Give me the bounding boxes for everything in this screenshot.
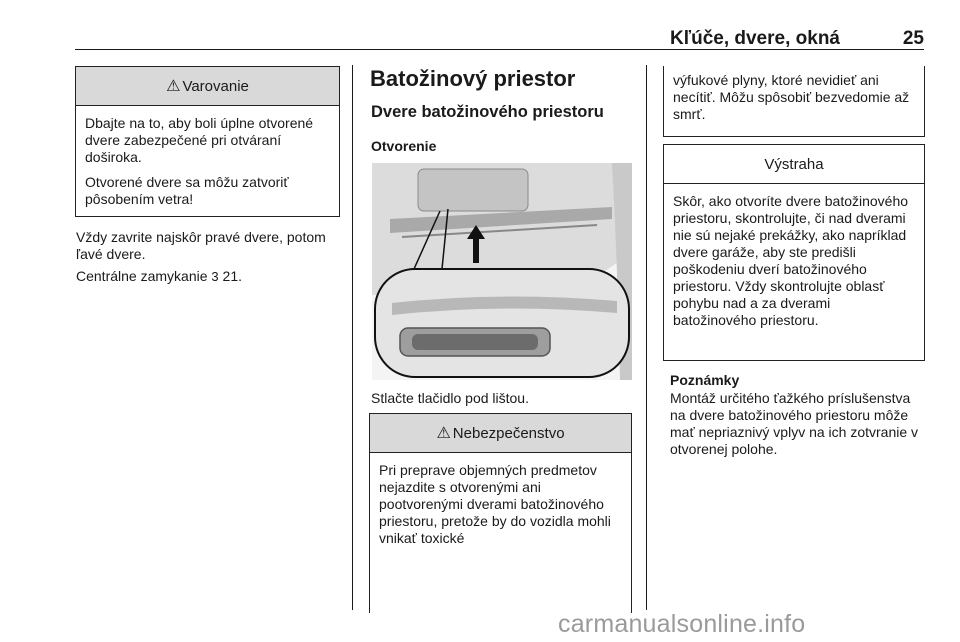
caution-box-title: Výstraha xyxy=(764,155,824,173)
license-plate-recess xyxy=(417,168,529,212)
caution-box-text: Skôr, ako otvoríte dvere batožinového pr… xyxy=(673,193,909,328)
danger-box: ⚠ Nebezpečenstvo Pri preprave objemných … xyxy=(369,413,632,613)
danger-box-body: Pri preprave objemných predmetov nejazdi… xyxy=(370,453,631,555)
header-rule xyxy=(75,49,924,50)
detail-trim xyxy=(392,296,617,315)
detail-magnifier xyxy=(374,268,630,378)
body-paragraph-central-locking: Centrálne zamykanie 3 21. xyxy=(76,268,338,285)
danger-continuation-text: výfukové plyny, ktoré nevidieť ani necít… xyxy=(673,72,910,122)
central-locking-text: Centrálne zamykanie xyxy=(76,268,212,284)
danger-box-header: ⚠ Nebezpečenstvo xyxy=(370,414,631,453)
watermark: carmanualsonline.info xyxy=(558,610,806,638)
warning-box-body: Dbajte na to, aby boli úplne otvorené dv… xyxy=(76,106,339,216)
warning-paragraph-1: Dbajte na to, aby boli úplne otvorené dv… xyxy=(85,115,314,165)
caution-box-body: Skôr, ako otvoríte dvere batožinového pr… xyxy=(664,184,924,337)
callout-line-left xyxy=(413,210,441,270)
column-divider-left xyxy=(352,65,353,610)
warning-triangle-icon: ⚠ xyxy=(166,77,181,95)
warning-box: ⚠ Varovanie Dbajte na to, aby boli úplne… xyxy=(75,66,340,217)
section-heading: Batožinový priestor xyxy=(370,66,576,91)
danger-box-title: Nebezpečenstvo xyxy=(452,424,565,442)
danger-box-text: Pri preprave objemných predmetov nejazdi… xyxy=(379,462,611,546)
danger-triangle-icon: ⚠ xyxy=(436,424,451,442)
body-paragraph-close-order: Vždy zavrite najskôr pravé dvere, potom … xyxy=(76,229,326,262)
danger-box-continued-body: výfukové plyny, ktoré nevidieť ani necít… xyxy=(664,66,924,131)
danger-box-continued: výfukové plyny, ktoré nevidieť ani necít… xyxy=(663,66,925,137)
opening-heading: Otvorenie xyxy=(371,138,437,154)
trim-strip-edge xyxy=(401,224,598,238)
note-text: Montáž určitého ťažkého príslušenstva na… xyxy=(670,390,919,457)
note-heading: Poznámky xyxy=(670,372,740,388)
illustration-caption: Stlačte tlačidlo pod lištou. xyxy=(371,390,529,406)
central-locking-page-ref[interactable]: 21. xyxy=(218,268,242,284)
warning-box-title: Varovanie xyxy=(182,77,249,95)
page-header-title: Kľúče, dvere, okná xyxy=(670,28,840,49)
caution-box-header: Výstraha xyxy=(664,145,924,184)
callout-line-right xyxy=(441,208,449,270)
tailgate-release-illustration xyxy=(372,163,632,380)
warning-paragraph-2: Otvorené dvere sa môžu zatvoriť pôsobení… xyxy=(85,174,289,207)
page-reference-arrow-icon: 3 xyxy=(211,269,219,284)
release-button xyxy=(412,334,538,350)
column-divider-right xyxy=(646,65,647,610)
caution-box: Výstraha Skôr, ako otvoríte dvere batoži… xyxy=(663,144,925,361)
up-arrow-icon xyxy=(467,225,485,263)
section-subheading: Dvere batožinového priestoru xyxy=(371,103,604,121)
page-number: 25 xyxy=(902,28,924,49)
warning-box-header: ⚠ Varovanie xyxy=(76,67,339,106)
